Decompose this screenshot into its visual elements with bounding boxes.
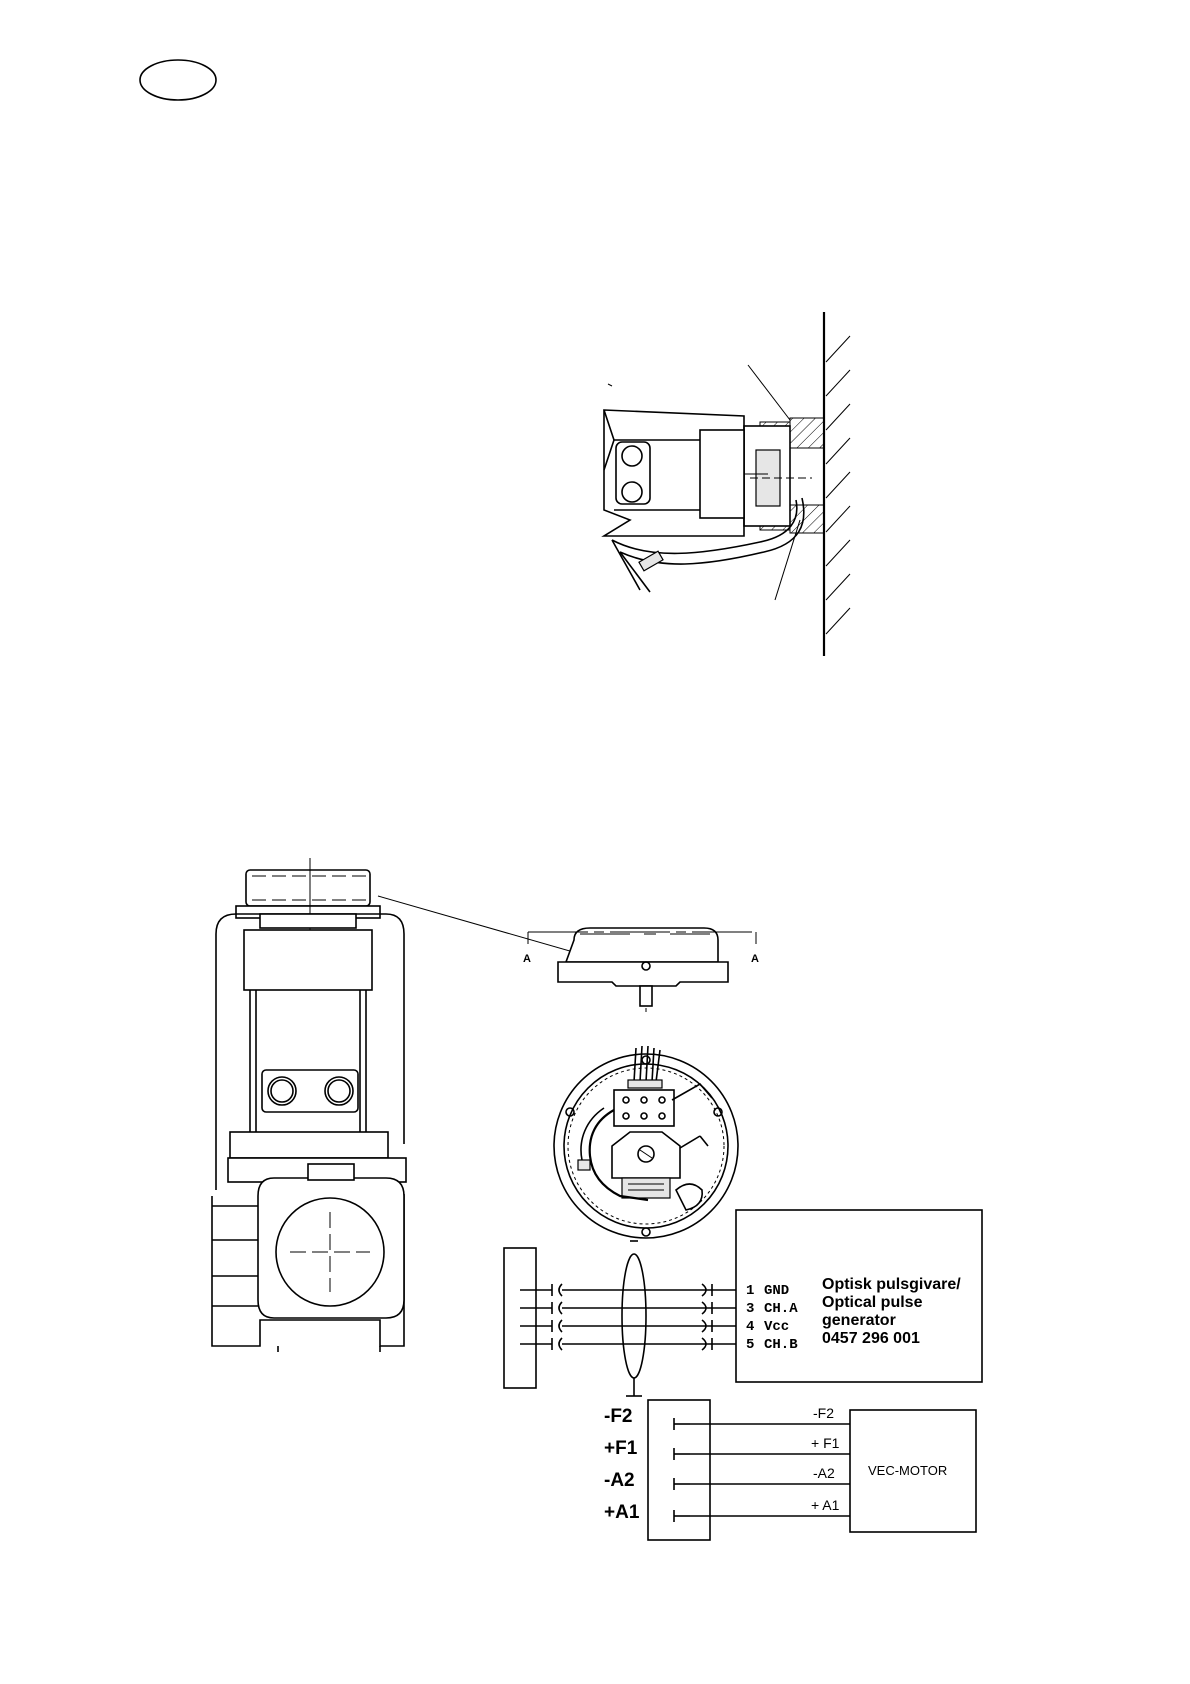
encoder-detail-base (558, 962, 728, 986)
flange-upper (790, 418, 824, 448)
upper-yoke (244, 930, 372, 990)
encoder-description-line: Optisk pulsgivare/ (822, 1276, 961, 1293)
encoder-part-number: 0457 296 001 (822, 1330, 920, 1347)
encoder-cover-tab (676, 1184, 702, 1210)
motor-wire-label: -F2 (813, 1405, 834, 1421)
encoder-top-view (554, 1046, 738, 1238)
encoder-cap (246, 870, 370, 906)
terminal-box (616, 442, 650, 504)
encoder-sensor-body (612, 1132, 680, 1178)
gear-cover (258, 1178, 404, 1318)
motor-wire-label: + F1 (811, 1435, 840, 1451)
encoder-detail-cover (566, 928, 718, 962)
cable-tie (639, 551, 663, 571)
vec-motor-label: VEC-MOTOR (868, 1463, 947, 1478)
leader-line-flange (748, 365, 790, 420)
side-view-mounted (604, 312, 850, 656)
leader-line-cable (775, 520, 800, 600)
motor-wiring: -F2 +F1 -A2 +A1 -F2 + F1 -A2 + A1 VEC-MO… (604, 1400, 976, 1540)
cable-shield (622, 1254, 646, 1378)
encoder-pin-number: 4 (746, 1319, 754, 1335)
encoder-wires (520, 1284, 736, 1350)
motor-terminal-label: -F2 (604, 1406, 633, 1427)
language-badge-ellipse (140, 60, 216, 100)
encoder-pin-number: 3 (746, 1301, 754, 1317)
encoder-pin-signal: GND (764, 1283, 789, 1299)
terminal-box-front (262, 1070, 358, 1112)
motor-terminal-pins (674, 1418, 690, 1522)
encoder-wiring: 1 GND 3 CH.A 4 Vcc 5 CH.B Optisk pulsgiv… (504, 1210, 982, 1396)
section-mark-left: A (523, 953, 531, 965)
encoder-pin-number: 1 (746, 1283, 754, 1299)
encoder-connector-block (614, 1090, 674, 1126)
encoder-pin-signal: CH.A (764, 1301, 798, 1317)
motor-wire-label: + A1 (811, 1497, 840, 1513)
encoder-side-detail: A A (523, 928, 759, 1012)
section-mark-right: A (751, 953, 759, 965)
lower-yoke (230, 1132, 388, 1158)
motor-collar (700, 430, 744, 518)
wall-hatching (826, 336, 850, 634)
motor-terminal-strip (648, 1400, 710, 1540)
motor-wire-label: -A2 (813, 1465, 835, 1481)
motor-terminal-label: +F1 (604, 1438, 638, 1459)
motor-terminal-label: +A1 (604, 1502, 640, 1523)
controller-terminal-strip (504, 1248, 536, 1388)
encoder-description-line: Optical pulse (822, 1294, 923, 1311)
encoder-pin-signal: CH.B (764, 1337, 798, 1353)
encoder-pin-signal: Vcc (764, 1319, 789, 1335)
encoder-description-line: generator (822, 1312, 896, 1329)
encoder-pin-number: 5 (746, 1337, 754, 1353)
motor-terminal-label: -A2 (604, 1470, 635, 1491)
